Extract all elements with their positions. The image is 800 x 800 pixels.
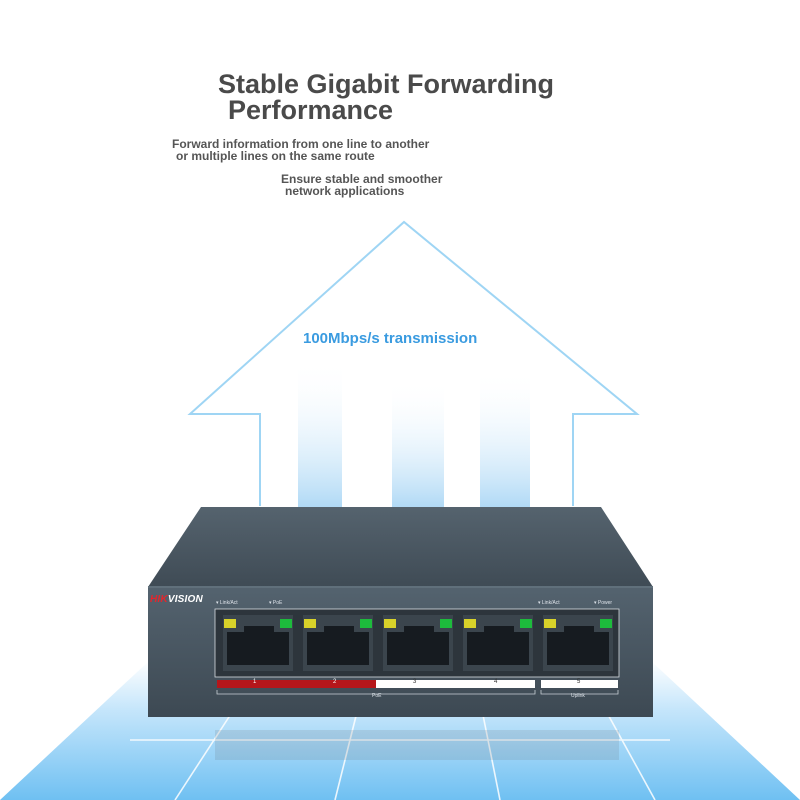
brand-logo: HIKVISION (150, 594, 203, 605)
device-reflection (215, 730, 619, 760)
network-switch (148, 507, 653, 717)
arrow-label: 100Mbps/s transmission (303, 330, 478, 347)
feature-forwarding: Forward information from one line to ano… (172, 138, 429, 162)
led-label-poe: ▾ PoE (269, 600, 283, 606)
led-label-power: ▾ Power (594, 600, 613, 606)
group-label-uplink: Uplink (571, 693, 585, 699)
led-label-link-right: ▾ Link/Act (538, 600, 560, 606)
port-number-4: 4 (494, 679, 498, 685)
brand-suffix: VISION (167, 594, 203, 605)
feature-stability: Ensure stable and smoother network appli… (281, 173, 442, 197)
port-number-5: 5 (577, 679, 581, 685)
port-number-2: 2 (333, 679, 337, 685)
headline-line-2: Performance (228, 95, 394, 125)
port-3 (383, 615, 453, 671)
headline-line-1: Stable Gigabit Forwarding (218, 69, 555, 99)
feature-forwarding-line-1: Forward information from one line to ano… (172, 137, 430, 151)
brand-prefix: HIK (150, 594, 168, 605)
group-label-poe: PoE (372, 693, 382, 699)
port-4 (463, 615, 533, 671)
port-number-3: 3 (413, 679, 417, 685)
arrow-outline (187, 220, 640, 506)
port-5 (543, 615, 613, 671)
port-2 (303, 615, 373, 671)
feature-stability-line-2: network applications (285, 184, 405, 198)
port-1 (223, 615, 293, 671)
feature-stability-line-1: Ensure stable and smoother (281, 172, 443, 186)
light-rays (298, 360, 530, 510)
feature-forwarding-line-2: or multiple lines on the same route (176, 149, 375, 163)
led-label-link-left: ▾ Link/Act (216, 600, 238, 606)
port-number-1: 1 (253, 679, 257, 685)
